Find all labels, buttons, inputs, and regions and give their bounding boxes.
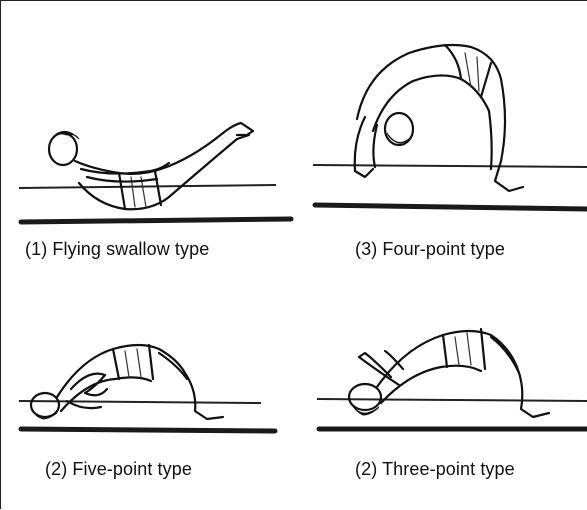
- panel-four-point: (3) Four-point type: [295, 1, 587, 261]
- three-point-illustration: [295, 261, 587, 451]
- four-point-illustration: [295, 1, 587, 231]
- caption-five-point: (2) Five-point type: [45, 459, 192, 480]
- five-point-illustration: [1, 261, 295, 451]
- panel-five-point: (2) Five-point type: [1, 261, 295, 510]
- panel-three-point: (2) Three-point type: [295, 261, 587, 510]
- caption-four-point: (3) Four-point type: [355, 239, 505, 260]
- flying-swallow-illustration: [1, 1, 295, 231]
- caption-three-point: (2) Three-point type: [355, 459, 515, 480]
- panel-flying-swallow: (1) Flying swallow type: [1, 1, 295, 261]
- caption-flying-swallow: (1) Flying swallow type: [25, 239, 209, 260]
